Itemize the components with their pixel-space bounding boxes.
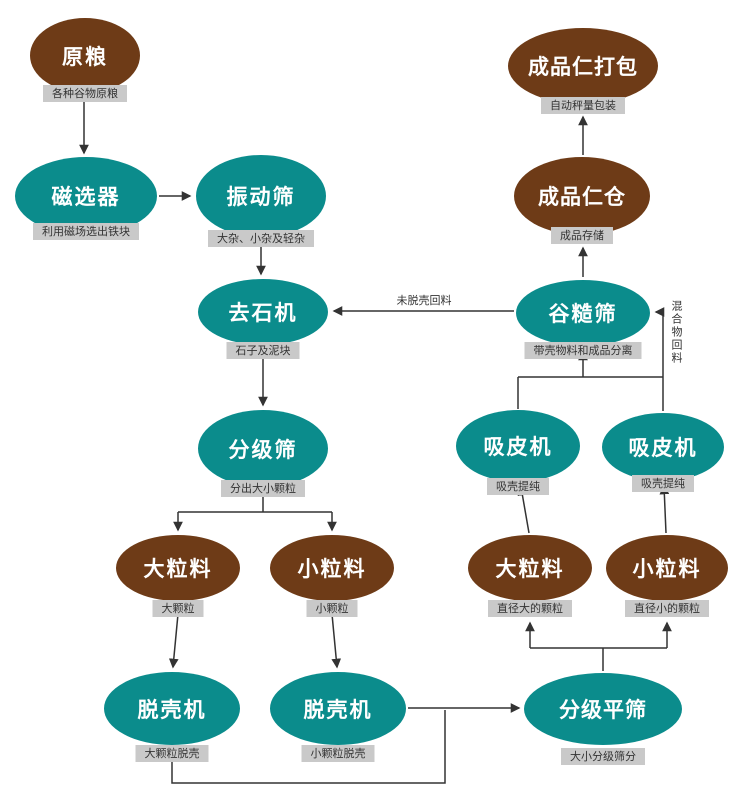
node-raw-grain: 原粮 xyxy=(30,18,140,93)
node-large-particles-post-label: 大粒料 xyxy=(495,557,565,581)
node-grading-flat-screen-label: 分级平筛 xyxy=(559,698,647,722)
node-grading-flat-screen: 分级平筛 xyxy=(524,673,682,745)
node-destoner: 去石机 xyxy=(198,279,328,345)
node-husker-small-sublabel: 小颗粒脱壳 xyxy=(301,745,375,762)
node-destoner-sublabel: 石子及泥块 xyxy=(226,342,300,359)
node-product-kernel-bin: 成品仁仓 xyxy=(514,157,650,235)
node-product-kernel-bin-label: 成品仁仓 xyxy=(538,185,626,209)
edge-small-particles-to-husker-small xyxy=(331,613,342,669)
node-grading-screen-sublabel: 分出大小颗粒 xyxy=(221,480,305,497)
node-small-particles-pre-sublabel: 小颗粒 xyxy=(306,600,358,617)
node-husker-small: 脱壳机 xyxy=(270,672,406,745)
node-small-particles-post-sublabel: 直径小的颗粒 xyxy=(625,600,709,617)
node-grading-flat-screen-sublabel: 大小分级筛分 xyxy=(561,748,645,765)
node-destoner-label: 去石机 xyxy=(228,301,298,325)
node-aspirator-small-sublabel: 吸壳提纯 xyxy=(632,475,694,492)
node-husker-large-sublabel: 大颗粒脱壳 xyxy=(135,745,209,762)
node-small-particles-post: 小粒料 xyxy=(606,535,728,601)
edge-label-mixture-return: 混合物回料 xyxy=(670,300,683,365)
node-raw-grain-label: 原粮 xyxy=(62,44,108,69)
node-large-particles-pre: 大粒料 xyxy=(116,535,240,601)
node-husker-large: 脱壳机 xyxy=(104,672,240,745)
node-aspirator-small: 吸皮机 xyxy=(602,413,724,481)
node-raw-grain-sublabel: 各种谷物原粮 xyxy=(43,85,127,102)
node-large-particles-pre-sublabel: 大颗粒 xyxy=(152,600,204,617)
node-large-particles-post-sublabel: 直径大的颗粒 xyxy=(488,600,572,617)
edge-mixture-return-to-paddy-separator xyxy=(654,307,665,377)
node-large-particles-pre-label: 大粒料 xyxy=(143,557,213,581)
node-paddy-separator: 谷糙筛 xyxy=(516,280,650,346)
node-husker-small-label: 脱壳机 xyxy=(303,697,373,722)
node-magnetic-separator: 磁选器 xyxy=(15,157,157,235)
edge-label-unhusked-return: 未脱壳回料 xyxy=(396,294,452,307)
edge-plain-segments xyxy=(171,376,667,784)
node-product-kernel-packing-label: 成品仁打包 xyxy=(528,55,638,79)
node-aspirator-large: 吸皮机 xyxy=(456,410,580,482)
edge-large-particles-to-husker-large xyxy=(168,613,179,669)
node-magnetic-separator-label: 磁选器 xyxy=(51,185,121,209)
node-grading-screen: 分级筛 xyxy=(198,410,328,487)
node-magnetic-separator-sublabel: 利用磁场选出铁块 xyxy=(33,223,139,240)
node-product-kernel-packing: 成品仁打包 xyxy=(508,28,658,104)
node-large-particles-post: 大粒料 xyxy=(468,535,592,601)
node-small-particles-pre-label: 小粒料 xyxy=(297,557,367,581)
node-aspirator-large-label: 吸皮机 xyxy=(483,435,553,459)
node-aspirator-large-sublabel: 吸壳提纯 xyxy=(487,478,549,495)
node-paddy-separator-sublabel: 带壳物料和成品分离 xyxy=(524,342,642,359)
node-vibrating-screen: 振动筛 xyxy=(196,155,326,237)
node-grading-screen-label: 分级筛 xyxy=(228,437,298,462)
node-small-particles-post-label: 小粒料 xyxy=(632,557,702,581)
node-product-kernel-packing-sublabel: 自动秤量包装 xyxy=(541,97,625,114)
node-product-kernel-bin-sublabel: 成品存储 xyxy=(551,227,613,244)
node-vibrating-screen-sublabel: 大杂、小杂及轻杂 xyxy=(208,230,314,247)
node-small-particles-pre: 小粒料 xyxy=(270,535,394,601)
node-paddy-separator-label: 谷糙筛 xyxy=(548,302,618,326)
edge-small-particles-post-to-aspirator-small xyxy=(659,484,670,534)
node-aspirator-small-label: 吸皮机 xyxy=(628,436,698,460)
node-vibrating-screen-label: 振动筛 xyxy=(226,185,296,209)
node-husker-large-label: 脱壳机 xyxy=(137,697,207,722)
